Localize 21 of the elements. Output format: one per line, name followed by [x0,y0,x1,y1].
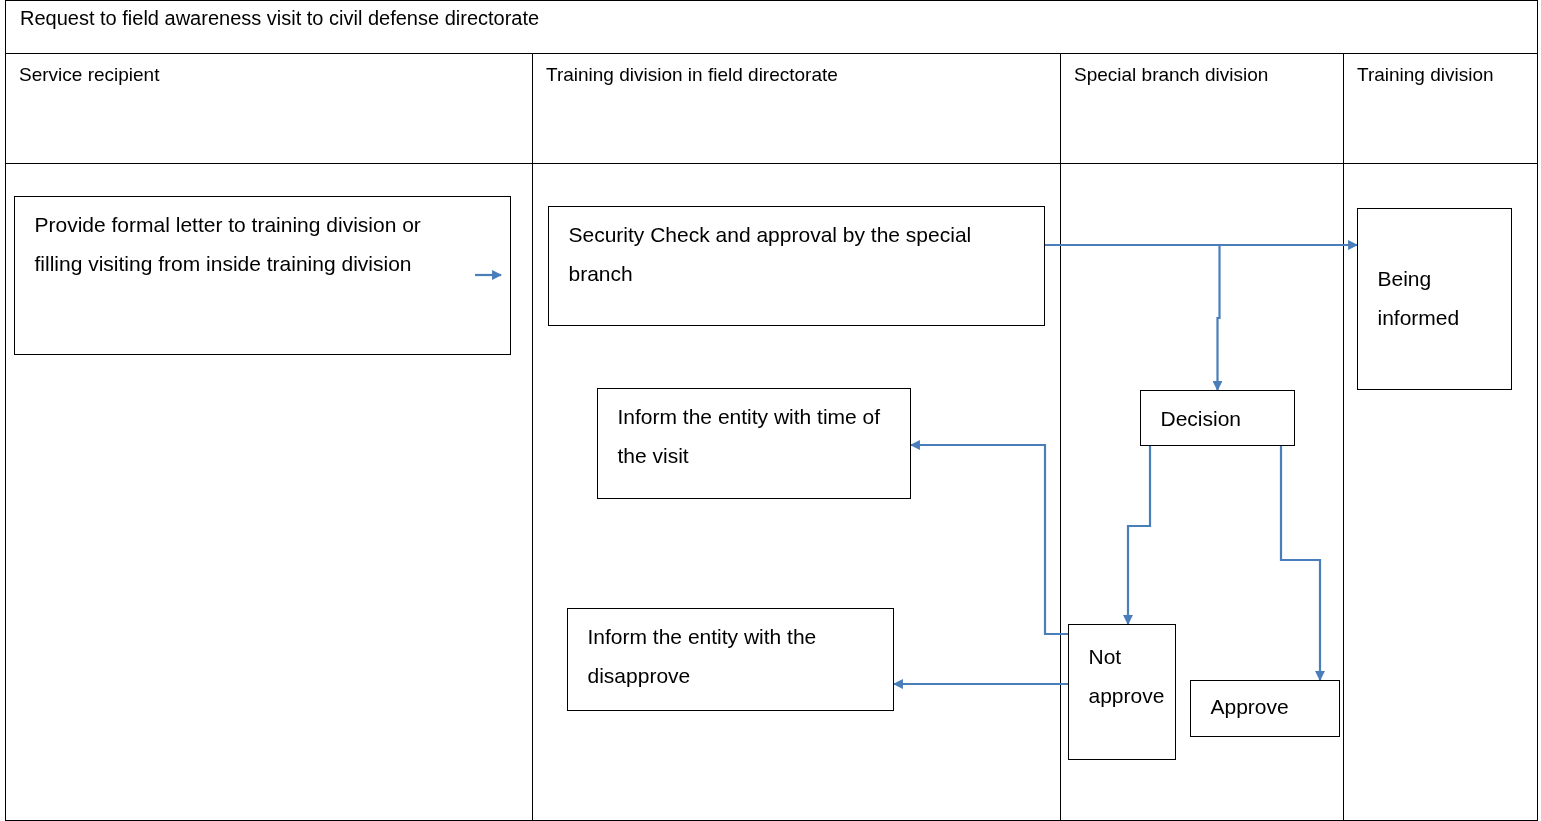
lane-header: Training division [1356,63,1495,87]
arrow [1045,243,1223,391]
process-box: Being informed [1356,208,1512,390]
diagram-title: Request to field awareness visit to civil defense directorate [5,0,1538,54]
swimlane [5,53,533,821]
arrow [475,270,502,280]
process-box: Inform the entity with time of the visit [596,388,911,499]
lane-header: Service recipient [18,63,161,87]
process-box: Approve [1189,680,1340,737]
process-box: Inform the entity with the disapprove [566,608,894,711]
swimlane [1343,53,1538,821]
process-box: Not approve [1067,624,1176,760]
lane-header: Training division in field directorate [545,63,839,87]
process-box: Decision [1139,390,1295,446]
arrow [1279,446,1325,681]
process-box: Provide formal letter to training division or filling visiting from inside training division [13,196,511,355]
arrow [910,440,1068,636]
lane-header: Special branch division [1073,63,1270,87]
arrow [893,679,1068,689]
process-box: Security Check and approval by the special branch [547,206,1045,326]
arrow [1123,446,1152,625]
